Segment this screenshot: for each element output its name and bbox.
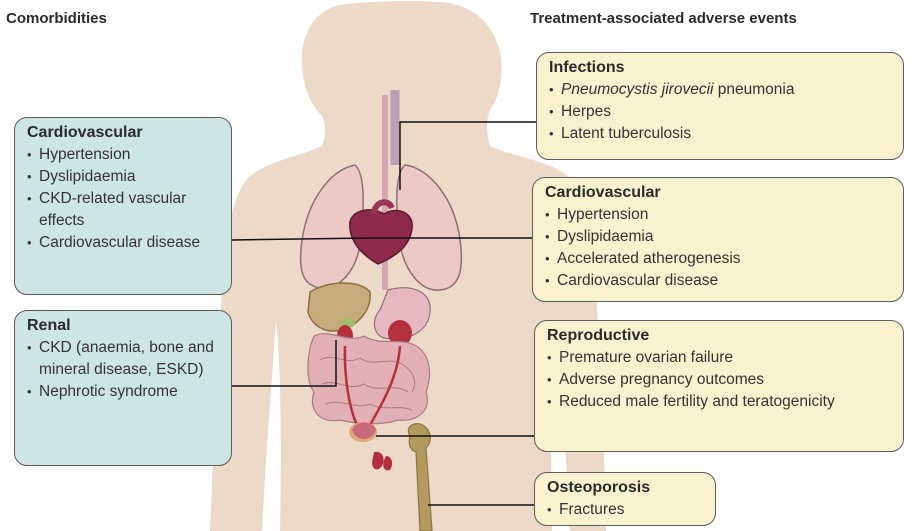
intestines xyxy=(308,334,430,424)
adverse-events-heading: Treatment-associated adverse events xyxy=(530,10,797,27)
list-item: Reduced male fertility and teratogenicit… xyxy=(547,391,893,413)
comorbidity-cardiovascular-list: Hypertension Dyslipidaemia CKD-related v… xyxy=(27,144,221,254)
adverse-reproductive-title: Reproductive xyxy=(547,325,893,347)
list-item: Herpes xyxy=(549,101,893,123)
adverse-osteoporosis-list: Fractures xyxy=(547,499,705,521)
list-item: Accelerated atherogenesis xyxy=(545,248,893,270)
adverse-cardiovascular-title: Cardiovascular xyxy=(545,182,893,204)
adverse-infections-title: Infections xyxy=(549,57,893,79)
comorbidities-heading: Comorbidities xyxy=(6,10,107,27)
list-item: Dyslipidaemia xyxy=(545,226,893,248)
adverse-cardiovascular-list: Hypertension Dyslipidaemia Accelerated a… xyxy=(545,204,893,292)
comorbidity-renal-title: Renal xyxy=(27,315,221,337)
list-item: Hypertension xyxy=(545,204,893,226)
adverse-reproductive-list: Premature ovarian failure Adverse pregna… xyxy=(547,347,893,413)
adverse-infections-list: Pneumocystis jirovecii pneumonia Herpes … xyxy=(549,79,893,145)
adverse-osteoporosis-title: Osteoporosis xyxy=(547,477,705,499)
adverse-cardiovascular-box: Cardiovascular Hypertension Dyslipidaemi… xyxy=(532,177,904,302)
list-item: Hypertension xyxy=(27,144,221,166)
list-item: Fractures xyxy=(547,499,705,521)
comorbidity-cardiovascular-title: Cardiovascular xyxy=(27,122,221,144)
comorbidity-cardiovascular-box: Cardiovascular Hypertension Dyslipidaemi… xyxy=(14,117,232,295)
list-item: CKD-related vascular effects xyxy=(27,188,221,232)
list-item: Pneumocystis jirovecii pneumonia xyxy=(549,79,893,101)
list-item: Cardiovascular disease xyxy=(545,270,893,292)
comorbidity-renal-box: Renal CKD (anaemia, bone and mineral dis… xyxy=(14,310,232,466)
list-item-suffix: pneumonia xyxy=(713,81,794,98)
list-item: Dyslipidaemia xyxy=(27,166,221,188)
comorbidity-renal-list: CKD (anaemia, bone and mineral disease, … xyxy=(27,337,221,403)
pathogen-name: Pneumocystis jirovecii xyxy=(561,81,713,98)
list-item: Cardiovascular disease xyxy=(27,232,221,254)
list-item: Nephrotic syndrome xyxy=(27,381,221,403)
list-item: Latent tuberculosis xyxy=(549,123,893,145)
adverse-reproductive-box: Reproductive Premature ovarian failure A… xyxy=(534,320,904,452)
list-item: Premature ovarian failure xyxy=(547,347,893,369)
adverse-infections-box: Infections Pneumocystis jirovecii pneumo… xyxy=(536,52,904,160)
list-item: Adverse pregnancy outcomes xyxy=(547,369,893,391)
adverse-osteoporosis-box: Osteoporosis Fractures xyxy=(534,472,716,526)
list-item: CKD (anaemia, bone and mineral disease, … xyxy=(27,337,221,381)
